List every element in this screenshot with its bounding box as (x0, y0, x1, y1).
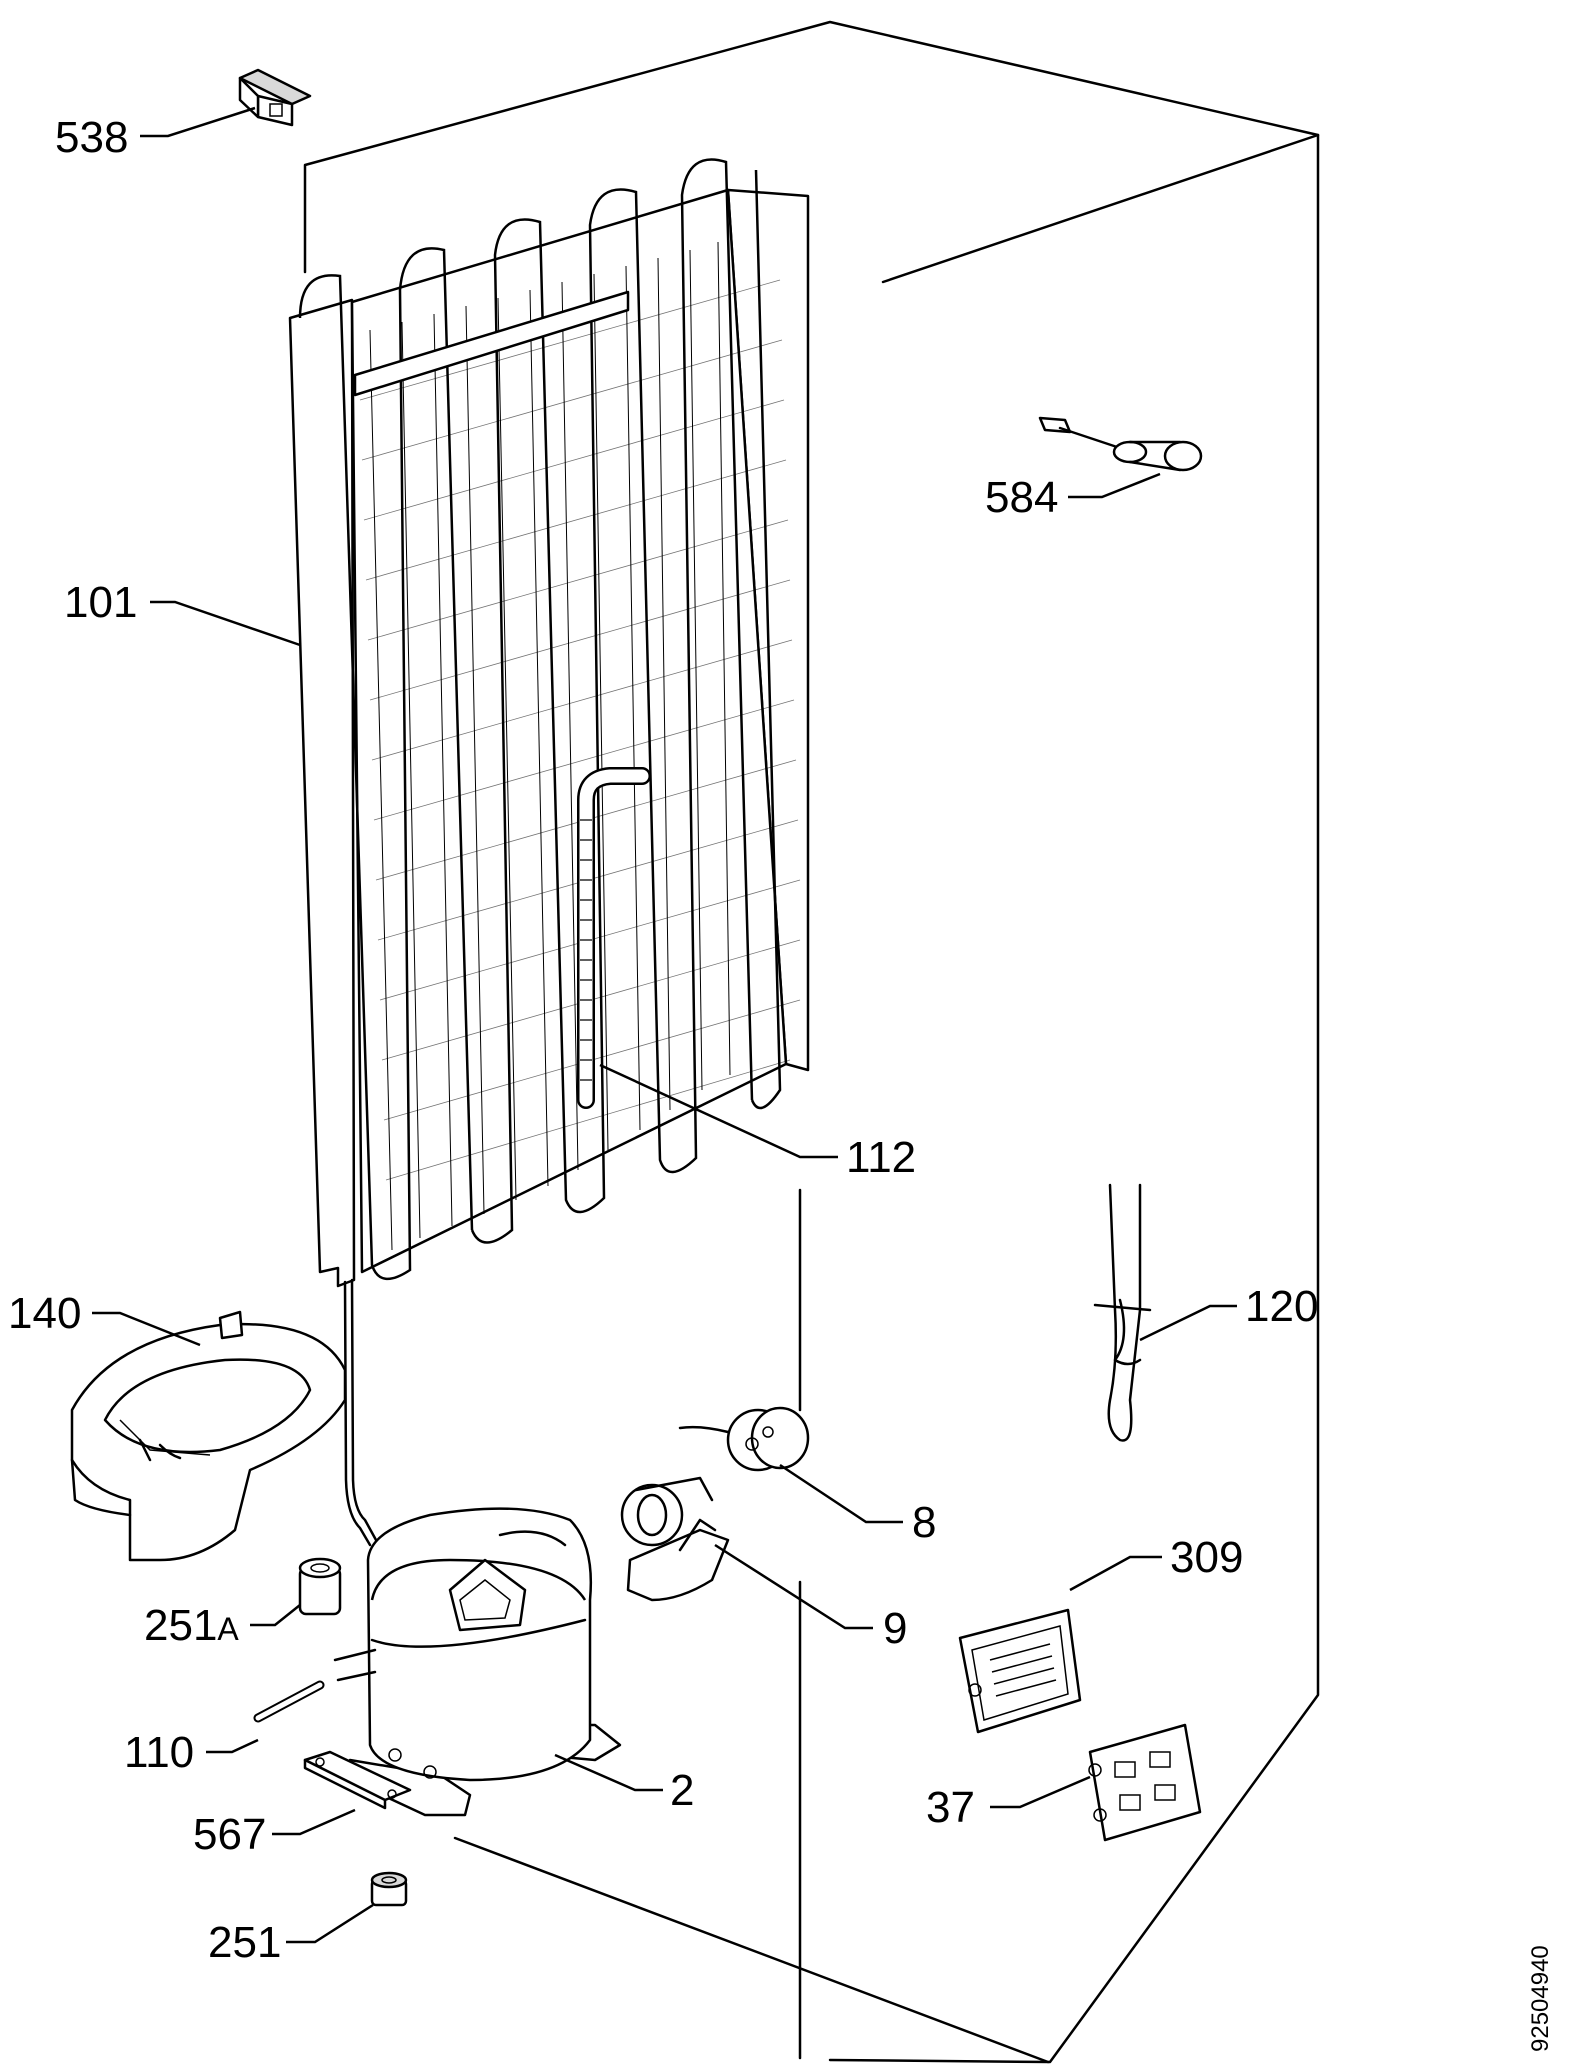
part-309-cover (958, 1608, 1082, 1734)
label-112: 112 (846, 1133, 916, 1182)
part-584-sensor (1038, 416, 1203, 472)
label-110: 110 (124, 1728, 194, 1777)
condenser-tubes (298, 158, 782, 1280)
label-309: 309 (1170, 1533, 1243, 1582)
label-37: 37 (926, 1783, 975, 1832)
label-251a: 251A (144, 1601, 239, 1650)
part-8-thermostat (678, 1406, 810, 1472)
label-9: 9 (883, 1604, 907, 1653)
part-140-drip-tray (70, 1310, 347, 1562)
document-number: 92504940 (1527, 1945, 1554, 2052)
label-101: 101 (64, 578, 137, 627)
part-labels: 538 584 101 112 140 120 8 309 251A 9 110… (8, 113, 1318, 1967)
label-584: 584 (985, 473, 1058, 522)
label-2: 2 (670, 1766, 694, 1815)
leader-lines (92, 106, 1237, 1944)
label-120: 120 (1245, 1282, 1318, 1331)
part-9-relay (620, 1476, 730, 1602)
part-120-wire-harness (1093, 1183, 1152, 1442)
drier-112 (577, 767, 651, 1109)
part-251-nut (370, 1871, 408, 1907)
part-567-plate (303, 1750, 412, 1810)
label-140: 140 (8, 1289, 81, 1338)
label-8: 8 (912, 1498, 936, 1547)
part-251a-grommet (298, 1557, 342, 1616)
condenser-fins (369, 241, 731, 1251)
condenser-101 (288, 158, 810, 1547)
label-251: 251 (208, 1918, 281, 1967)
cabinet-outline (303, 20, 1320, 2064)
label-567: 567 (193, 1810, 266, 1859)
label-538: 538 (55, 113, 128, 162)
part-110-pin (253, 1680, 325, 1723)
part-2-compressor (333, 1507, 622, 1817)
part-37-starter (1088, 1723, 1202, 1842)
part-538-clip (238, 68, 312, 127)
